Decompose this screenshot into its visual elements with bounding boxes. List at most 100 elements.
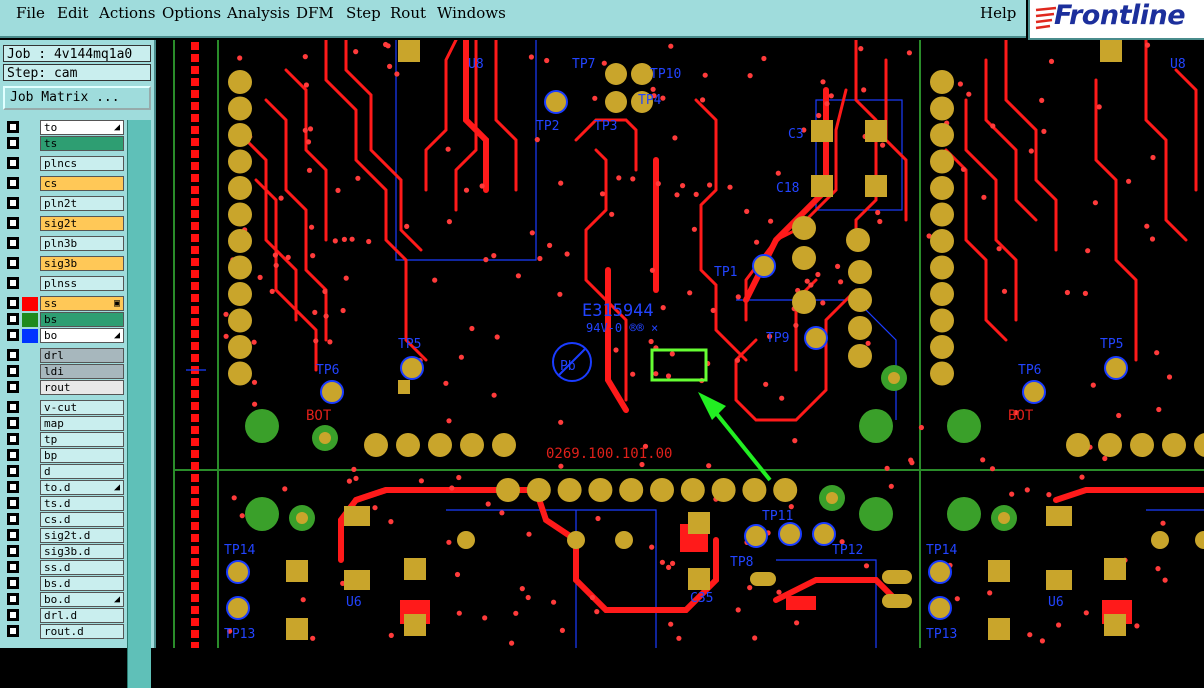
layer-checkbox[interactable]	[7, 329, 19, 341]
layer-row-cs[interactable]: cs	[4, 176, 124, 192]
menu-file[interactable]: File	[16, 4, 45, 22]
job-matrix-button[interactable]: Job Matrix ...	[3, 86, 151, 110]
layer-checkbox[interactable]	[7, 137, 19, 149]
layer-checkbox[interactable]	[7, 197, 19, 209]
layer-row-to[interactable]: to◢	[4, 120, 124, 136]
layer-checkbox[interactable]	[7, 177, 19, 189]
layer-row-bo-d[interactable]: bo.d◢	[4, 592, 124, 608]
layer-row-ts-d[interactable]: ts.d	[4, 496, 124, 512]
layer-row-bs[interactable]: bs	[4, 312, 124, 328]
layer-row-sig3b-d[interactable]: sig3b.d	[4, 544, 124, 560]
layer-list-scrollbar[interactable]	[127, 120, 151, 688]
layer-checkbox[interactable]	[7, 297, 19, 309]
layer-row-rout-d[interactable]: rout.d	[4, 624, 124, 640]
layer-row-pln2t[interactable]: pln2t	[4, 196, 124, 212]
layer-row-drl[interactable]: drl	[4, 348, 124, 364]
layer-name[interactable]: bs.d	[40, 576, 124, 591]
layer-row-ts[interactable]: ts	[4, 136, 124, 152]
layer-checkbox[interactable]	[7, 157, 19, 169]
layer-name[interactable]: pln3b	[40, 236, 124, 251]
layer-name[interactable]: rout	[40, 380, 124, 395]
layer-checkbox[interactable]	[7, 577, 19, 589]
layer-checkbox[interactable]	[7, 217, 19, 229]
layer-row-sig3b[interactable]: sig3b	[4, 256, 124, 272]
layer-checkbox[interactable]	[7, 545, 19, 557]
layer-checkbox[interactable]	[7, 449, 19, 461]
layer-row-sig2t-d[interactable]: sig2t.d	[4, 528, 124, 544]
layer-name[interactable]: bo.d◢	[40, 592, 124, 607]
layer-checkbox[interactable]	[7, 481, 19, 493]
layer-name[interactable]: cs	[40, 176, 124, 191]
layer-name[interactable]: ss▣	[40, 296, 124, 311]
layer-row-d[interactable]: d	[4, 464, 124, 480]
layer-name[interactable]: drl	[40, 348, 124, 363]
layer-checkbox[interactable]	[7, 513, 19, 525]
layer-name[interactable]: bo◢	[40, 328, 124, 343]
layer-checkbox[interactable]	[7, 381, 19, 393]
menu-dfm[interactable]: DFM	[296, 4, 334, 22]
layer-name[interactable]: rout.d	[40, 624, 124, 639]
layer-name[interactable]: tp	[40, 432, 124, 447]
layer-checkbox[interactable]	[7, 349, 19, 361]
layer-name[interactable]: sig2t	[40, 216, 124, 231]
layer-row-bp[interactable]: bp	[4, 448, 124, 464]
layer-row-ss-d[interactable]: ss.d	[4, 560, 124, 576]
layer-row-drl-d[interactable]: drl.d	[4, 608, 124, 624]
layer-checkbox[interactable]	[7, 313, 19, 325]
layer-checkbox[interactable]	[7, 561, 19, 573]
layer-row-plncs[interactable]: plncs	[4, 156, 124, 172]
layer-row-rout[interactable]: rout	[4, 380, 124, 396]
menu-rout[interactable]: Rout	[390, 4, 427, 22]
menu-help[interactable]: Help	[980, 4, 1017, 22]
layer-name[interactable]: bs	[40, 312, 124, 327]
layer-checkbox[interactable]	[7, 593, 19, 605]
layer-name[interactable]: bp	[40, 448, 124, 463]
layer-checkbox[interactable]	[7, 365, 19, 377]
layer-checkbox[interactable]	[7, 465, 19, 477]
menu-step[interactable]: Step	[346, 4, 381, 22]
layer-checkbox[interactable]	[7, 237, 19, 249]
layer-name[interactable]: to◢	[40, 120, 124, 135]
layer-row-plnss[interactable]: plnss	[4, 276, 124, 292]
layer-checkbox[interactable]	[7, 609, 19, 621]
layer-name[interactable]: ss.d	[40, 560, 124, 575]
menu-windows[interactable]: Windows	[437, 4, 506, 22]
layer-name[interactable]: plncs	[40, 156, 124, 171]
layer-name[interactable]: ldi	[40, 364, 124, 379]
menu-edit[interactable]: Edit	[57, 4, 89, 22]
layer-checkbox[interactable]	[7, 529, 19, 541]
layer-name[interactable]: sig3b.d	[40, 544, 124, 559]
layer-row-tp[interactable]: tp	[4, 432, 124, 448]
menu-options[interactable]: Options	[162, 4, 222, 22]
layer-checkbox[interactable]	[7, 417, 19, 429]
layer-checkbox[interactable]	[7, 625, 19, 637]
layer-row-v-cut[interactable]: v-cut	[4, 400, 124, 416]
layer-row-sig2t[interactable]: sig2t	[4, 216, 124, 232]
layer-checkbox[interactable]	[7, 277, 19, 289]
layer-checkbox[interactable]	[7, 257, 19, 269]
selection-box[interactable]	[650, 348, 708, 382]
layer-name[interactable]: pln2t	[40, 196, 124, 211]
layer-row-pln3b[interactable]: pln3b	[4, 236, 124, 252]
layer-name[interactable]: cs.d	[40, 512, 124, 527]
layer-row-ldi[interactable]: ldi	[4, 364, 124, 380]
menu-analysis[interactable]: Analysis	[227, 4, 290, 22]
layer-name[interactable]: map	[40, 416, 124, 431]
layer-row-to-d[interactable]: to.d◢	[4, 480, 124, 496]
layer-checkbox[interactable]	[7, 121, 19, 133]
layer-checkbox[interactable]	[7, 433, 19, 445]
layer-row-bo[interactable]: bo◢	[4, 328, 124, 344]
layer-checkbox[interactable]	[7, 497, 19, 509]
layer-name[interactable]: sig3b	[40, 256, 124, 271]
layer-name[interactable]: ts	[40, 136, 124, 151]
layer-name[interactable]: d	[40, 464, 124, 479]
layer-checkbox[interactable]	[7, 401, 19, 413]
layer-row-bs-d[interactable]: bs.d	[4, 576, 124, 592]
layer-name[interactable]: drl.d	[40, 608, 124, 623]
board-canvas[interactable]: U8 TP7 TP10 TP4 TP2 TP3 C3 C18 TP1 TP9 T…	[156, 40, 1204, 648]
menu-actions[interactable]: Actions	[99, 4, 156, 22]
layer-row-ss[interactable]: ss▣	[4, 296, 124, 312]
layer-name[interactable]: sig2t.d	[40, 528, 124, 543]
layer-row-map[interactable]: map	[4, 416, 124, 432]
layer-row-cs-d[interactable]: cs.d	[4, 512, 124, 528]
